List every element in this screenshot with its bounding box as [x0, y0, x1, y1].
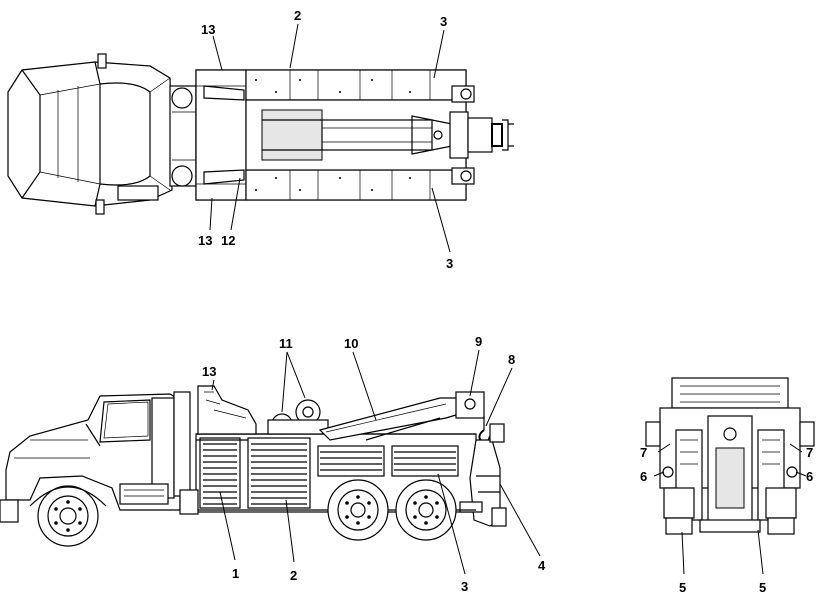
rear-wheel-2: [395, 479, 457, 541]
top-view-body: [195, 69, 514, 201]
callout-8: 8: [508, 352, 515, 367]
callout-7-left: 7: [640, 445, 647, 460]
rear-view: [645, 377, 815, 575]
callout-13-top-upper: 13: [201, 22, 215, 37]
callout-5-left: 5: [679, 580, 686, 595]
callout-1: 1: [232, 566, 239, 581]
callout-13-top-lower: 13: [198, 233, 212, 248]
callout-11: 11: [279, 336, 293, 351]
callout-labels: 13 2 3 13 12 3 13 11 10 9 8 1 2 3 4 7 7 …: [198, 8, 813, 595]
side-view: [0, 349, 541, 575]
front-wheel: [29, 485, 107, 547]
callout-3-top-lower: 3: [446, 256, 453, 271]
top-view-cab: [7, 53, 197, 215]
callout-3-side: 3: [461, 579, 468, 594]
callout-10: 10: [344, 336, 358, 351]
side-view-body: [179, 385, 507, 527]
callout-2-top: 2: [294, 8, 301, 23]
callout-2-side: 2: [290, 568, 297, 583]
callout-13-side: 13: [202, 364, 216, 379]
callout-9: 9: [475, 334, 482, 349]
callout-6-left: 6: [640, 469, 647, 484]
callout-7-right: 7: [806, 445, 813, 460]
callout-12: 12: [221, 233, 235, 248]
rear-wheel-1: [327, 479, 389, 541]
callout-3-top-upper: 3: [440, 14, 447, 29]
callout-4: 4: [538, 558, 546, 573]
top-view: [7, 23, 514, 253]
callout-5-right: 5: [759, 580, 766, 595]
callout-6-right: 6: [806, 469, 813, 484]
